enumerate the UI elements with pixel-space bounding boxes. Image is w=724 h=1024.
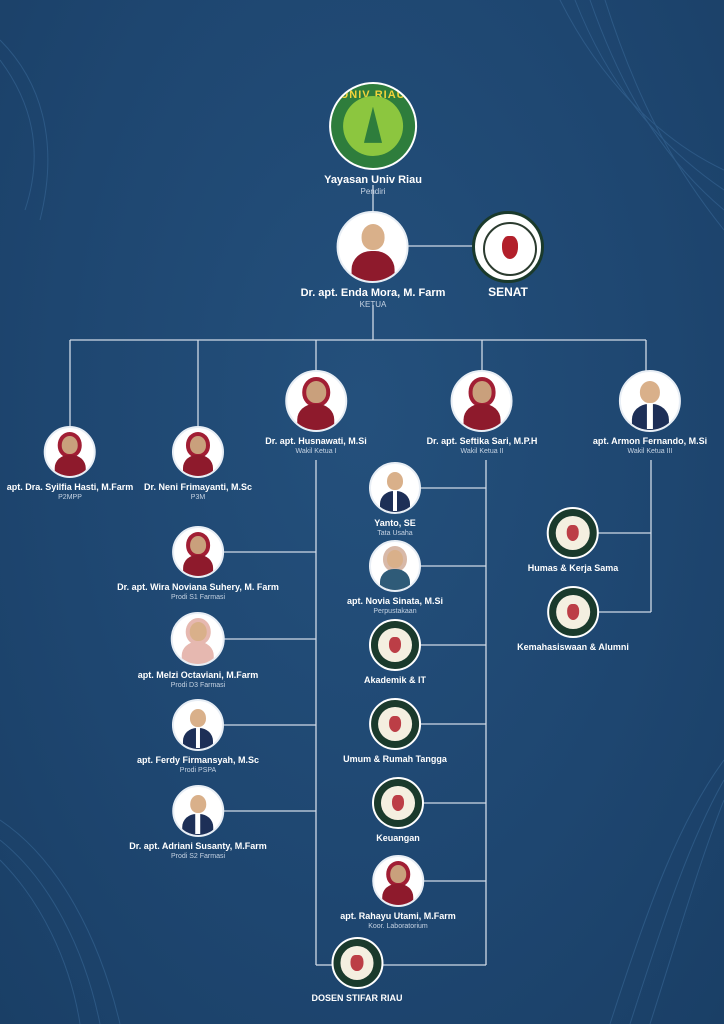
node-wakil-ketua-2: Dr. apt. Seftika Sari, M.P.H Wakil Ketua…: [426, 370, 538, 456]
yayasan-role: Pendiri: [360, 187, 386, 196]
senat-name: SENAT: [488, 285, 528, 299]
yayasan-logo: UNIV RIAU: [328, 82, 417, 170]
node-humas: Humas & Kerja Sama: [527, 507, 619, 574]
p2mpp-role: P2MPP: [58, 494, 82, 501]
yayasan-name: Yayasan Univ Riau: [324, 174, 422, 186]
logo-humas: [546, 507, 599, 559]
wakil-ketua-1-name: Dr. apt. Husnawati, M.Si: [265, 436, 367, 446]
laboratorium-role: Koor. Laboratorium: [368, 923, 428, 930]
prodi-s2-name: Dr. apt. Adriani Susanty, M.Farm: [129, 841, 267, 851]
node-kemahasiswaan: Kemahasiswaan & Alumni: [517, 586, 629, 653]
prodi-pspa-role: Prodi PSPA: [179, 767, 217, 774]
ketua-photo: [336, 211, 409, 283]
node-umum-rumah-tangga: Umum & Rumah Tangga: [343, 698, 447, 765]
akademik-it-name: Akademik & IT: [363, 675, 427, 685]
dosen-name: DOSEN STIFAR RIAU: [311, 993, 403, 1003]
node-prodi-s1: Dr. apt. Wira Noviana Suhery, M. Farm Pr…: [117, 526, 279, 602]
wakil-ketua-3-role: Wakil Ketua III: [627, 448, 673, 455]
photo-prodi-s1: [171, 526, 224, 578]
node-prodi-d3: apt. Melzi Octaviani, M.Farm Prodi D3 Fa…: [137, 612, 259, 690]
wakil-ketua-2-name: Dr. apt. Seftika Sari, M.P.H: [426, 436, 538, 446]
photo-prodi-s2: [172, 785, 224, 837]
prodi-d3-name: apt. Melzi Octaviani, M.Farm: [137, 670, 259, 680]
laboratorium-name: apt. Rahayu Utami, M.Farm: [340, 911, 456, 921]
photo-wakil-ketua-1: [285, 370, 347, 432]
prodi-s2-role: Prodi S2 Farmasi: [170, 853, 226, 860]
prodi-d3-role: Prodi D3 Farmasi: [170, 682, 226, 689]
photo-wakil-ketua-2: [451, 370, 513, 432]
wakil-ketua-2-role: Wakil Ketua II: [460, 448, 504, 455]
node-ketua: Dr. apt. Enda Mora, M. Farm KETUA: [300, 211, 446, 309]
node-keuangan: Keuangan: [372, 777, 424, 844]
node-wakil-ketua-3: apt. Armon Fernando, M.Si Wakil Ketua II…: [593, 370, 707, 456]
photo-wakil-ketua-3: [618, 370, 681, 432]
node-p2mpp: apt. Dra. Syilfia Hasti, M.Farm P2MPP: [6, 426, 134, 502]
tata-usaha-role: Tata Usaha: [377, 530, 413, 537]
umum-rumah-tangga-name: Umum & Rumah Tangga: [343, 754, 447, 764]
photo-tata-usaha: [369, 462, 421, 514]
photo-p2mpp: [43, 426, 96, 478]
perpustakaan-name: apt. Novia Sinata, M.Si: [346, 596, 444, 606]
node-akademik-it: Akademik & IT: [364, 619, 426, 686]
logo-dosen: [330, 937, 383, 989]
prodi-s1-name: Dr. apt. Wira Noviana Suhery, M. Farm: [117, 582, 279, 592]
logo-umum-rumah-tangga: [369, 698, 421, 750]
node-tata-usaha: Yanto, SE Tata Usaha: [369, 462, 421, 538]
node-perpustakaan: apt. Novia Sinata, M.Si Perpustakaan: [347, 540, 443, 616]
node-prodi-pspa: apt. Ferdy Firmansyah, M.Sc Prodi PSPA: [137, 699, 259, 775]
node-p3m: Dr. Neni Frimayanti, M.Sc P3M: [144, 426, 252, 502]
logo-keuangan: [372, 777, 424, 829]
photo-perpustakaan: [369, 540, 421, 592]
kemahasiswaan-name: Kemahasiswaan & Alumni: [517, 642, 629, 652]
node-laboratorium: apt. Rahayu Utami, M.Farm Koor. Laborato…: [340, 855, 456, 931]
prodi-pspa-name: apt. Ferdy Firmansyah, M.Sc: [136, 755, 260, 765]
keuangan-name: Keuangan: [376, 833, 420, 843]
p3m-role: P3M: [190, 494, 206, 501]
p3m-name: Dr. Neni Frimayanti, M.Sc: [143, 482, 253, 492]
perpustakaan-role: Perpustakaan: [373, 608, 417, 615]
logo-kemahasiswaan: [546, 586, 599, 638]
senat-logo: [472, 211, 544, 283]
node-wakil-ketua-1: Dr. apt. Husnawati, M.Si Wakil Ketua I: [265, 370, 367, 456]
prodi-s1-role: Prodi S1 Farmasi: [170, 594, 226, 601]
node-prodi-s2: Dr. apt. Adriani Susanty, M.Farm Prodi S…: [129, 785, 267, 861]
node-dosen: DOSEN STIFAR RIAU: [311, 937, 403, 1004]
tata-usaha-name: Yanto, SE: [374, 518, 416, 528]
logo-akademik-it: [369, 619, 421, 671]
photo-p3m: [172, 426, 224, 478]
wakil-ketua-3-name: apt. Armon Fernando, M.Si: [592, 436, 708, 446]
photo-prodi-pspa: [171, 699, 224, 751]
node-yayasan: UNIV RIAU Yayasan Univ Riau Pendiri: [324, 82, 422, 196]
wakil-ketua-1-role: Wakil Ketua I: [295, 448, 337, 455]
humas-name: Humas & Kerja Sama: [527, 563, 619, 573]
ketua-role: KETUA: [359, 300, 387, 309]
photo-laboratorium: [372, 855, 424, 907]
photo-prodi-d3: [171, 612, 225, 666]
ketua-name: Dr. apt. Enda Mora, M. Farm: [300, 287, 446, 299]
node-senat: SENAT: [472, 211, 544, 298]
p2mpp-name: apt. Dra. Syilfia Hasti, M.Farm: [6, 482, 134, 492]
